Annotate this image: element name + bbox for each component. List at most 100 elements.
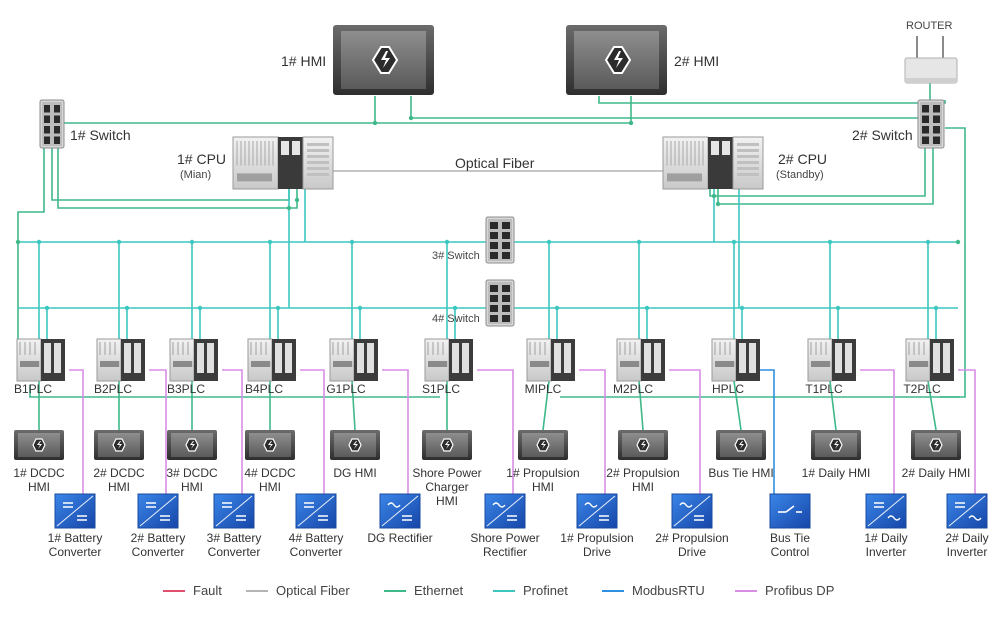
legend-item-profinet: Profinet <box>493 583 568 598</box>
hmi-2-top[interactable] <box>566 25 667 95</box>
plc-b1plc[interactable] <box>16 338 65 382</box>
device-dcdc-icon[interactable] <box>295 493 337 529</box>
hmi-4[interactable] <box>245 430 295 460</box>
device-caption-line: Inverter <box>865 545 907 559</box>
plc-g1plc[interactable] <box>329 338 378 382</box>
hmi-8[interactable] <box>618 430 668 460</box>
switch-2[interactable] <box>917 99 945 149</box>
hmi-9[interactable] <box>716 430 766 460</box>
device-dcdc-icon[interactable] <box>54 493 96 529</box>
plc-s1plc[interactable] <box>424 338 473 382</box>
plc-label: MIPLC <box>525 382 562 396</box>
device-dcdc-icon[interactable] <box>213 493 255 529</box>
switch-4[interactable] <box>485 279 515 327</box>
plc-label-line: B4PLC <box>244 382 284 396</box>
plc-b2plc[interactable] <box>96 338 145 382</box>
plc-t1plc[interactable] <box>807 338 856 382</box>
cpu-1-sub: (Mian) <box>180 169 212 181</box>
legend-swatch <box>602 589 624 592</box>
cpu-2[interactable] <box>662 136 764 190</box>
router[interactable] <box>904 36 958 84</box>
device-acdc-icon[interactable] <box>671 493 713 529</box>
hmi-caption-line: Bus Tie HMI <box>708 466 774 480</box>
plc-hmi-links <box>38 380 937 431</box>
device-caption-line: Drive <box>582 545 612 559</box>
hmi-3[interactable] <box>167 430 217 460</box>
device-caption-line: 2# Propulsion <box>655 531 729 545</box>
device-acdc-icon[interactable] <box>484 493 526 529</box>
plc-label-line: B2PLC <box>93 382 133 396</box>
legend-label: Ethernet <box>414 583 464 598</box>
plc-b4plc[interactable] <box>247 338 296 382</box>
hmi-5[interactable] <box>330 430 380 460</box>
hmi-caption-line: HMI <box>107 480 130 494</box>
legend-swatch <box>493 589 515 592</box>
switch-3[interactable] <box>485 216 515 264</box>
plc-row <box>16 338 954 382</box>
legend: Fault Optical Fiber Ethernet Profinet Mo… <box>0 583 1000 603</box>
plc-label: B1PLC <box>14 382 52 396</box>
hmi-6[interactable] <box>422 430 472 460</box>
legend-label: Optical Fiber <box>276 583 350 598</box>
legend-item-ethernet: Ethernet <box>384 583 463 598</box>
plc-b3plc[interactable] <box>169 338 218 382</box>
device-dcdc-icon[interactable] <box>137 493 179 529</box>
hmi-caption-line: HMI <box>531 480 554 494</box>
legend-item-fault: Fault <box>163 583 222 598</box>
device-caption-line: 1# Battery <box>47 531 103 545</box>
junction-dot <box>554 305 560 311</box>
plc-label-line: T1PLC <box>805 382 843 396</box>
plc-label-line: B1PLC <box>13 382 53 396</box>
device-acdc-icon[interactable] <box>576 493 618 529</box>
plc-label-line: T2PLC <box>903 382 941 396</box>
junction-dot <box>357 305 363 311</box>
junction-dot <box>275 305 281 311</box>
junction-dot <box>711 193 717 199</box>
junction-dots <box>15 115 961 311</box>
hmi-7[interactable] <box>518 430 568 460</box>
switch-1[interactable] <box>39 99 65 149</box>
hmi-caption: 2# Daily HMI <box>902 466 971 480</box>
hmi-1-top[interactable] <box>333 25 434 95</box>
device-caption-line: 3# Battery <box>206 531 262 545</box>
plc-label: S1PLC <box>422 382 460 396</box>
plc-miplc[interactable] <box>526 338 575 382</box>
plc-t2plc[interactable] <box>905 338 954 382</box>
hmi-1[interactable] <box>14 430 64 460</box>
hmi-2[interactable] <box>94 430 144 460</box>
device-acdc-icon[interactable] <box>379 493 421 529</box>
plc-hplc[interactable] <box>711 338 760 382</box>
device-caption-line: DG Rectifier <box>367 531 433 545</box>
junction-dot <box>925 239 931 245</box>
hmi-11[interactable] <box>911 430 961 460</box>
junction-dot <box>933 305 939 311</box>
hmi-1-label: 1# HMI <box>281 53 327 69</box>
junction-dot <box>715 201 721 207</box>
optical-fiber-label: Optical Fiber <box>455 155 535 171</box>
hmi-row <box>14 430 961 460</box>
legend-label: Fault <box>193 583 222 598</box>
device-breaker-icon[interactable] <box>769 493 811 529</box>
plc-m2plc[interactable] <box>616 338 665 382</box>
device-caption-line: Inverter <box>946 545 988 559</box>
hmi-10[interactable] <box>811 430 861 460</box>
device-dcac-icon[interactable] <box>946 493 988 529</box>
device-dcac-icon[interactable] <box>865 493 907 529</box>
plc-label-line: MIPLC <box>524 382 562 396</box>
device-caption-line: Shore Power <box>470 531 540 545</box>
junction-dot <box>36 239 42 245</box>
legend-swatch <box>384 589 406 592</box>
hmi-caption-line: 2# Propulsion <box>606 466 680 480</box>
junction-dot <box>124 305 130 311</box>
junction-dot <box>955 239 961 245</box>
junction-dot <box>835 305 841 311</box>
junction-dot <box>15 239 21 245</box>
cpu-1[interactable] <box>232 136 334 190</box>
hmi-caption: Bus Tie HMI <box>708 466 773 480</box>
